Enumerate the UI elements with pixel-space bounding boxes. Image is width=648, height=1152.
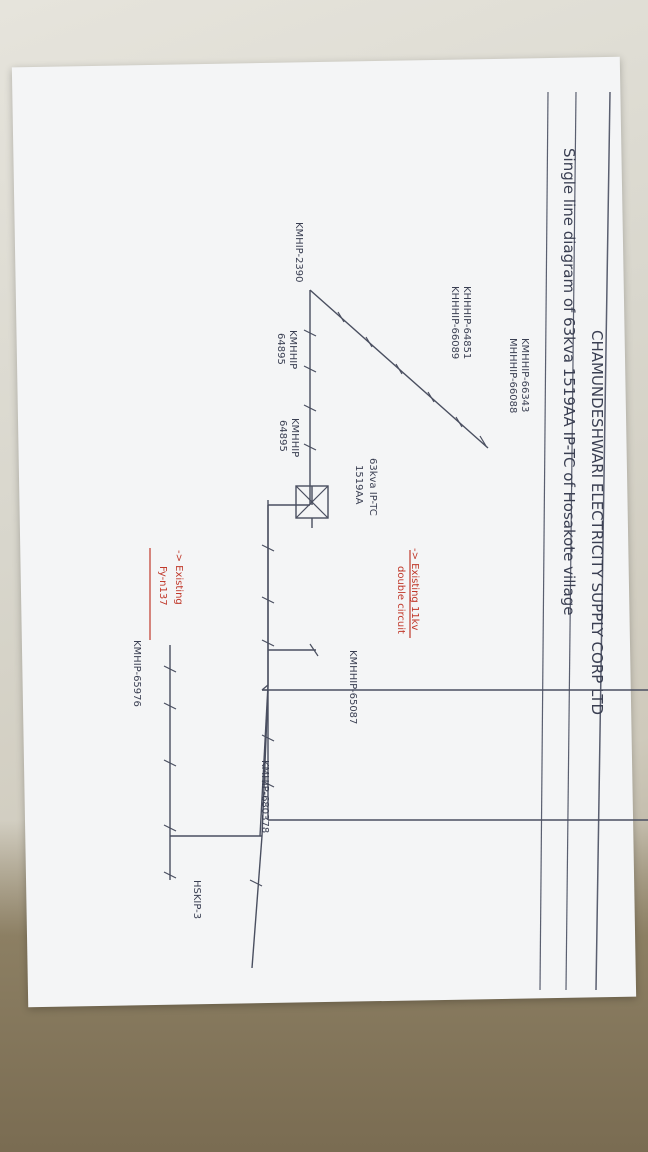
label-kmhip-64895-b2: 64895	[277, 420, 288, 452]
label-kmhip-2390: KMHIP-2390	[293, 222, 304, 283]
label-kmhip-680378: KMHIP-680378	[259, 760, 270, 833]
label-existing-fy: -> Existing	[173, 550, 184, 605]
label-kmhip-64895-b: KMHHIP	[289, 418, 300, 457]
diagram-subtitle: Single line diagram of 63kva 1519AA IP-T…	[560, 148, 578, 616]
label-hskip-3: HSKIP-3	[191, 880, 202, 919]
title-block	[539, 91, 611, 991]
feeder-diagonal	[309, 289, 489, 449]
visible-network	[163, 643, 319, 880]
label-kmhip-66089: KHHHIP-66089	[449, 286, 460, 359]
label-tc-2: 1519AA	[353, 465, 364, 505]
label-kmhip-64895-a2: 64895	[275, 333, 286, 365]
company-title: CHAMUNDESHWARI ELECTRICITY SUPPLY CORP L…	[588, 330, 606, 715]
label-kmhip-66088: MHHHIP-66088	[507, 338, 518, 413]
label-existing-fy-2: Fy-n137	[157, 566, 168, 606]
label-existing-11kv-2: double circuit	[395, 566, 406, 634]
label-kmhip-65087: KMHHIP-65087	[347, 650, 358, 724]
feeder-horizontal	[303, 290, 317, 505]
transformer-symbol	[295, 485, 329, 528]
main-trunk	[267, 690, 648, 821]
existing-11kv-line	[149, 548, 411, 640]
label-existing-11kv: -> Existing 11kv	[409, 548, 420, 630]
right-network	[249, 835, 263, 969]
label-kmhip-66343: KMHHIP-66343	[519, 338, 530, 412]
label-kmhip-64851: KHHHIP-64851	[461, 286, 472, 359]
label-kmhip-64895-a: KMHHIP	[287, 330, 298, 369]
label-tc: 63kva IP-TC	[367, 458, 378, 516]
label-kmhip-65976: KMHIP-65976	[131, 640, 142, 707]
